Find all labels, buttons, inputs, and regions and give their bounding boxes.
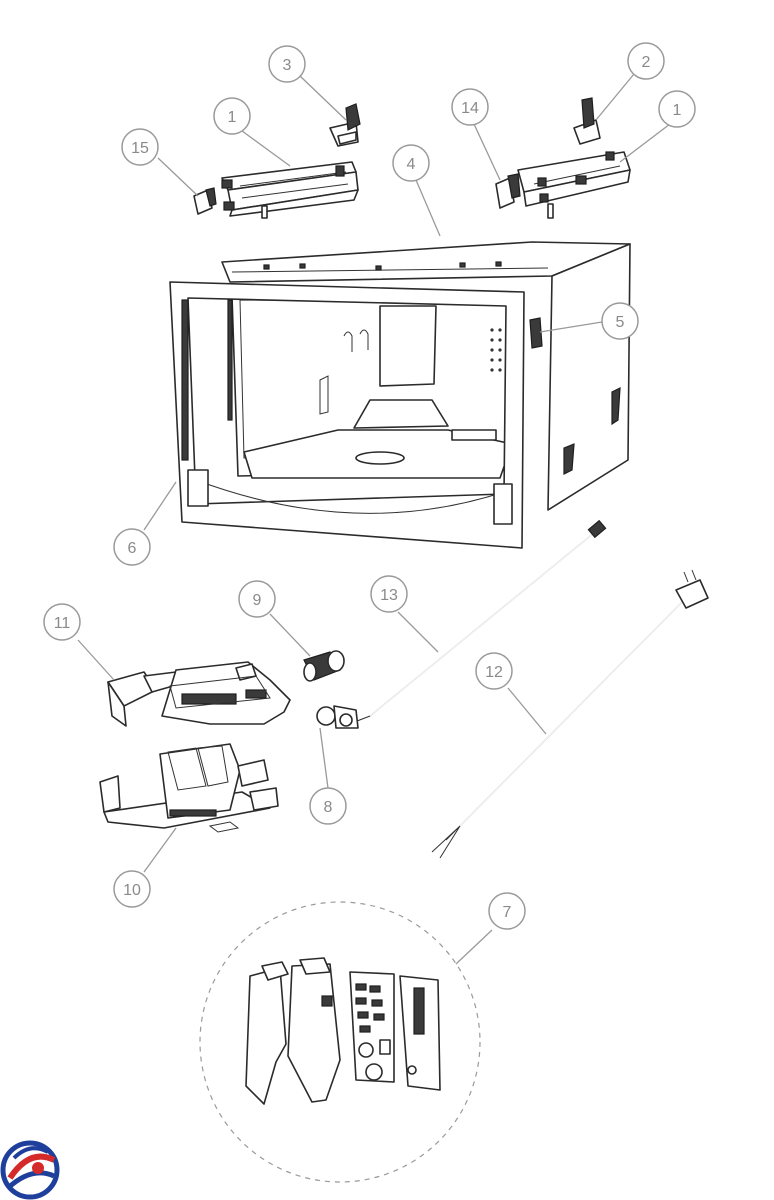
callout-2-label: 2	[642, 54, 651, 71]
callout-10-label: 10	[123, 882, 141, 899]
part-13-cable	[343, 519, 607, 727]
callout-9: 9	[238, 580, 276, 618]
part-7-electronics-group	[199, 901, 481, 1183]
callout-12-label: 12	[485, 664, 503, 681]
callout-8: 8	[309, 787, 347, 825]
part-5-latch	[529, 317, 543, 349]
callout-12: 12	[475, 652, 513, 690]
pcb-components	[355, 983, 391, 1081]
callout-5: 5	[601, 302, 639, 340]
part-14-clip	[495, 173, 521, 209]
callout-15-label: 15	[131, 140, 149, 157]
callout-11: 11	[43, 603, 81, 641]
callout-14: 14	[451, 88, 489, 126]
callout-13-label: 13	[380, 587, 398, 604]
callout-8-label: 8	[324, 799, 333, 816]
callout-14-label: 14	[461, 100, 479, 117]
part-1-left-rail	[221, 161, 359, 219]
callout-1-right-label: 1	[673, 102, 682, 119]
part-3-bracket	[329, 103, 361, 147]
callout-6-label: 6	[128, 540, 137, 557]
callout-1-left: 1	[213, 97, 251, 135]
callout-4-label: 4	[407, 156, 416, 173]
callout-1-right: 1	[658, 90, 696, 128]
callout-1-left-label: 1	[228, 109, 237, 126]
callout-7: 7	[488, 892, 526, 930]
part-9-valve	[303, 650, 345, 682]
callout-7-label: 7	[503, 904, 512, 921]
callout-6: 6	[113, 528, 151, 566]
callout-9-label: 9	[253, 592, 262, 609]
callout-3-label: 3	[283, 57, 292, 74]
callout-15: 15	[121, 128, 159, 166]
brand-logo-icon	[0, 1140, 60, 1200]
cavity-interior	[231, 295, 521, 479]
part-10-base	[99, 743, 279, 833]
part-6-front-frame	[169, 281, 525, 549]
part-11-cover	[107, 661, 291, 727]
callout-4: 4	[392, 144, 430, 182]
callout-10: 10	[113, 870, 151, 908]
callout-13: 13	[370, 575, 408, 613]
leader-lines	[77, 73, 671, 965]
part-15-clip	[193, 187, 217, 215]
callout-2: 2	[627, 42, 665, 80]
callout-3: 3	[268, 45, 306, 83]
callout-5-label: 5	[616, 314, 625, 331]
part-8-connector	[316, 705, 359, 729]
part-1-right-rail	[517, 151, 631, 219]
callout-11-label: 11	[54, 615, 71, 632]
part-12-power-cord	[431, 569, 709, 859]
part-2-bracket	[573, 97, 601, 145]
